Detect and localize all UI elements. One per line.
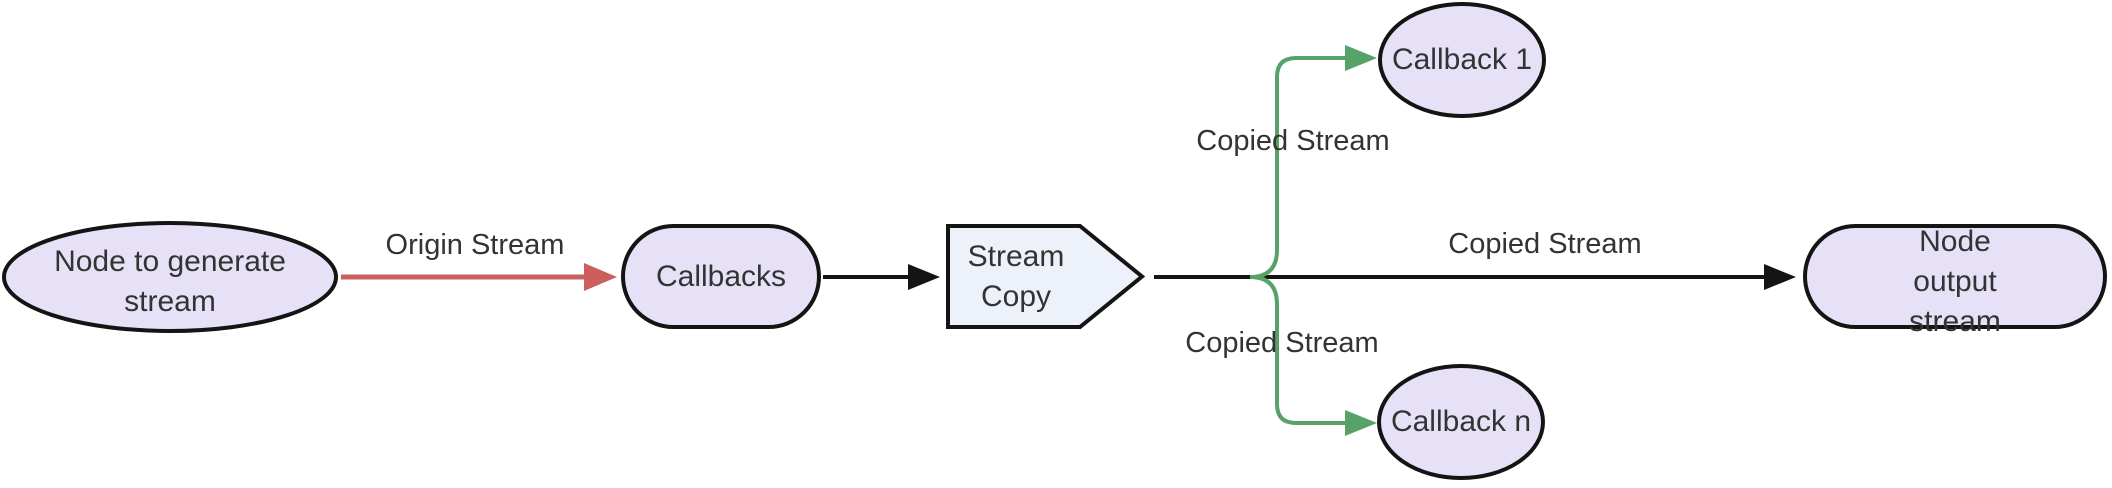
node-source-shape — [2, 221, 338, 333]
arrowhead-copied-stream-bottom-icon — [1345, 410, 1377, 436]
edge-copied-stream-top-line — [1249, 56, 1347, 279]
arrowhead-callbacks-streamcopy-icon — [908, 264, 940, 290]
node-callback-n-shape — [1377, 364, 1545, 480]
arrowhead-copied-stream-mid-icon — [1764, 264, 1796, 290]
arrowhead-origin-stream-icon — [584, 263, 617, 291]
node-callbacks-shape — [621, 224, 821, 329]
edge-copied-stream-bottom-line — [1249, 275, 1347, 425]
node-callback-1-shape — [1378, 2, 1546, 118]
arrowhead-copied-stream-top-icon — [1345, 45, 1377, 71]
node-output-shape — [1803, 224, 2107, 329]
node-stream-copy-shape — [946, 224, 1146, 329]
